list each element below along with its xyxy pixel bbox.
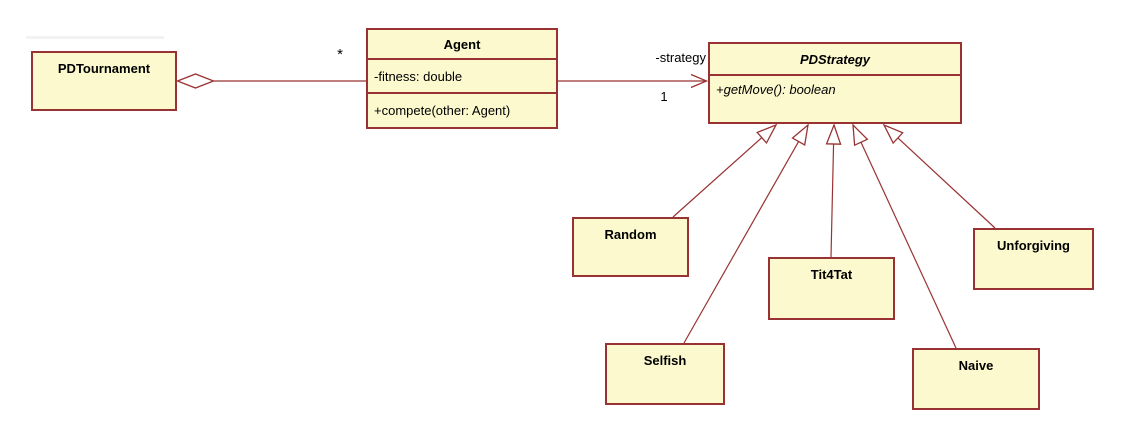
class-box-random[interactable]: Random bbox=[572, 217, 689, 277]
class-box-unforgiving[interactable]: Unforgiving bbox=[973, 228, 1094, 290]
class-name-tit4tat: Tit4Tat bbox=[810, 267, 853, 282]
class-box-tit4tat[interactable]: Tit4Tat bbox=[768, 257, 895, 320]
class-box-pdstrategy[interactable]: PDStrategy +getMove(): boolean bbox=[708, 42, 962, 124]
generalization-naive bbox=[852, 123, 957, 349]
method-compete: +compete(other: Agent) bbox=[374, 103, 511, 118]
class-name-unforgiving: Unforgiving bbox=[997, 238, 1070, 253]
generalization-random bbox=[672, 123, 778, 218]
class-name-random: Random bbox=[604, 227, 657, 242]
class-name-selfish: Selfish bbox=[643, 353, 687, 368]
ghost-artifact bbox=[26, 36, 164, 39]
method-getmove: +getMove(): boolean bbox=[716, 82, 836, 97]
generalization-selfish bbox=[683, 123, 809, 344]
multiplicity-label-agent: * bbox=[337, 46, 343, 63]
class-name-pdstrategy: PDStrategy bbox=[799, 51, 871, 67]
class-name-agent: Agent bbox=[443, 36, 481, 52]
aggregation-diamond bbox=[175, 73, 216, 89]
open-arrowhead bbox=[690, 73, 709, 89]
class-box-agent[interactable]: Agent -fitness: double +compete(other: A… bbox=[366, 28, 558, 129]
generalization-connectors[interactable] bbox=[672, 123, 996, 349]
attribute-fitness: -fitness: double bbox=[368, 60, 556, 94]
class-name-pdtournament: PDTournament bbox=[57, 61, 151, 76]
generalization-unforgiving bbox=[882, 123, 996, 229]
class-box-naive[interactable]: Naive bbox=[912, 348, 1040, 410]
class-name-naive: Naive bbox=[958, 358, 994, 373]
multiplicity-label-strategy: 1 bbox=[660, 89, 668, 104]
class-box-selfish[interactable]: Selfish bbox=[605, 343, 725, 405]
role-label-strategy: -strategy bbox=[655, 50, 706, 65]
generalization-tit4tat bbox=[825, 123, 842, 258]
class-box-pdtournament[interactable]: PDTournament bbox=[31, 51, 177, 111]
aggregation-connector-pdtournament-agent[interactable] bbox=[175, 73, 367, 89]
association-connector-agent-pdstrategy[interactable] bbox=[558, 73, 709, 89]
